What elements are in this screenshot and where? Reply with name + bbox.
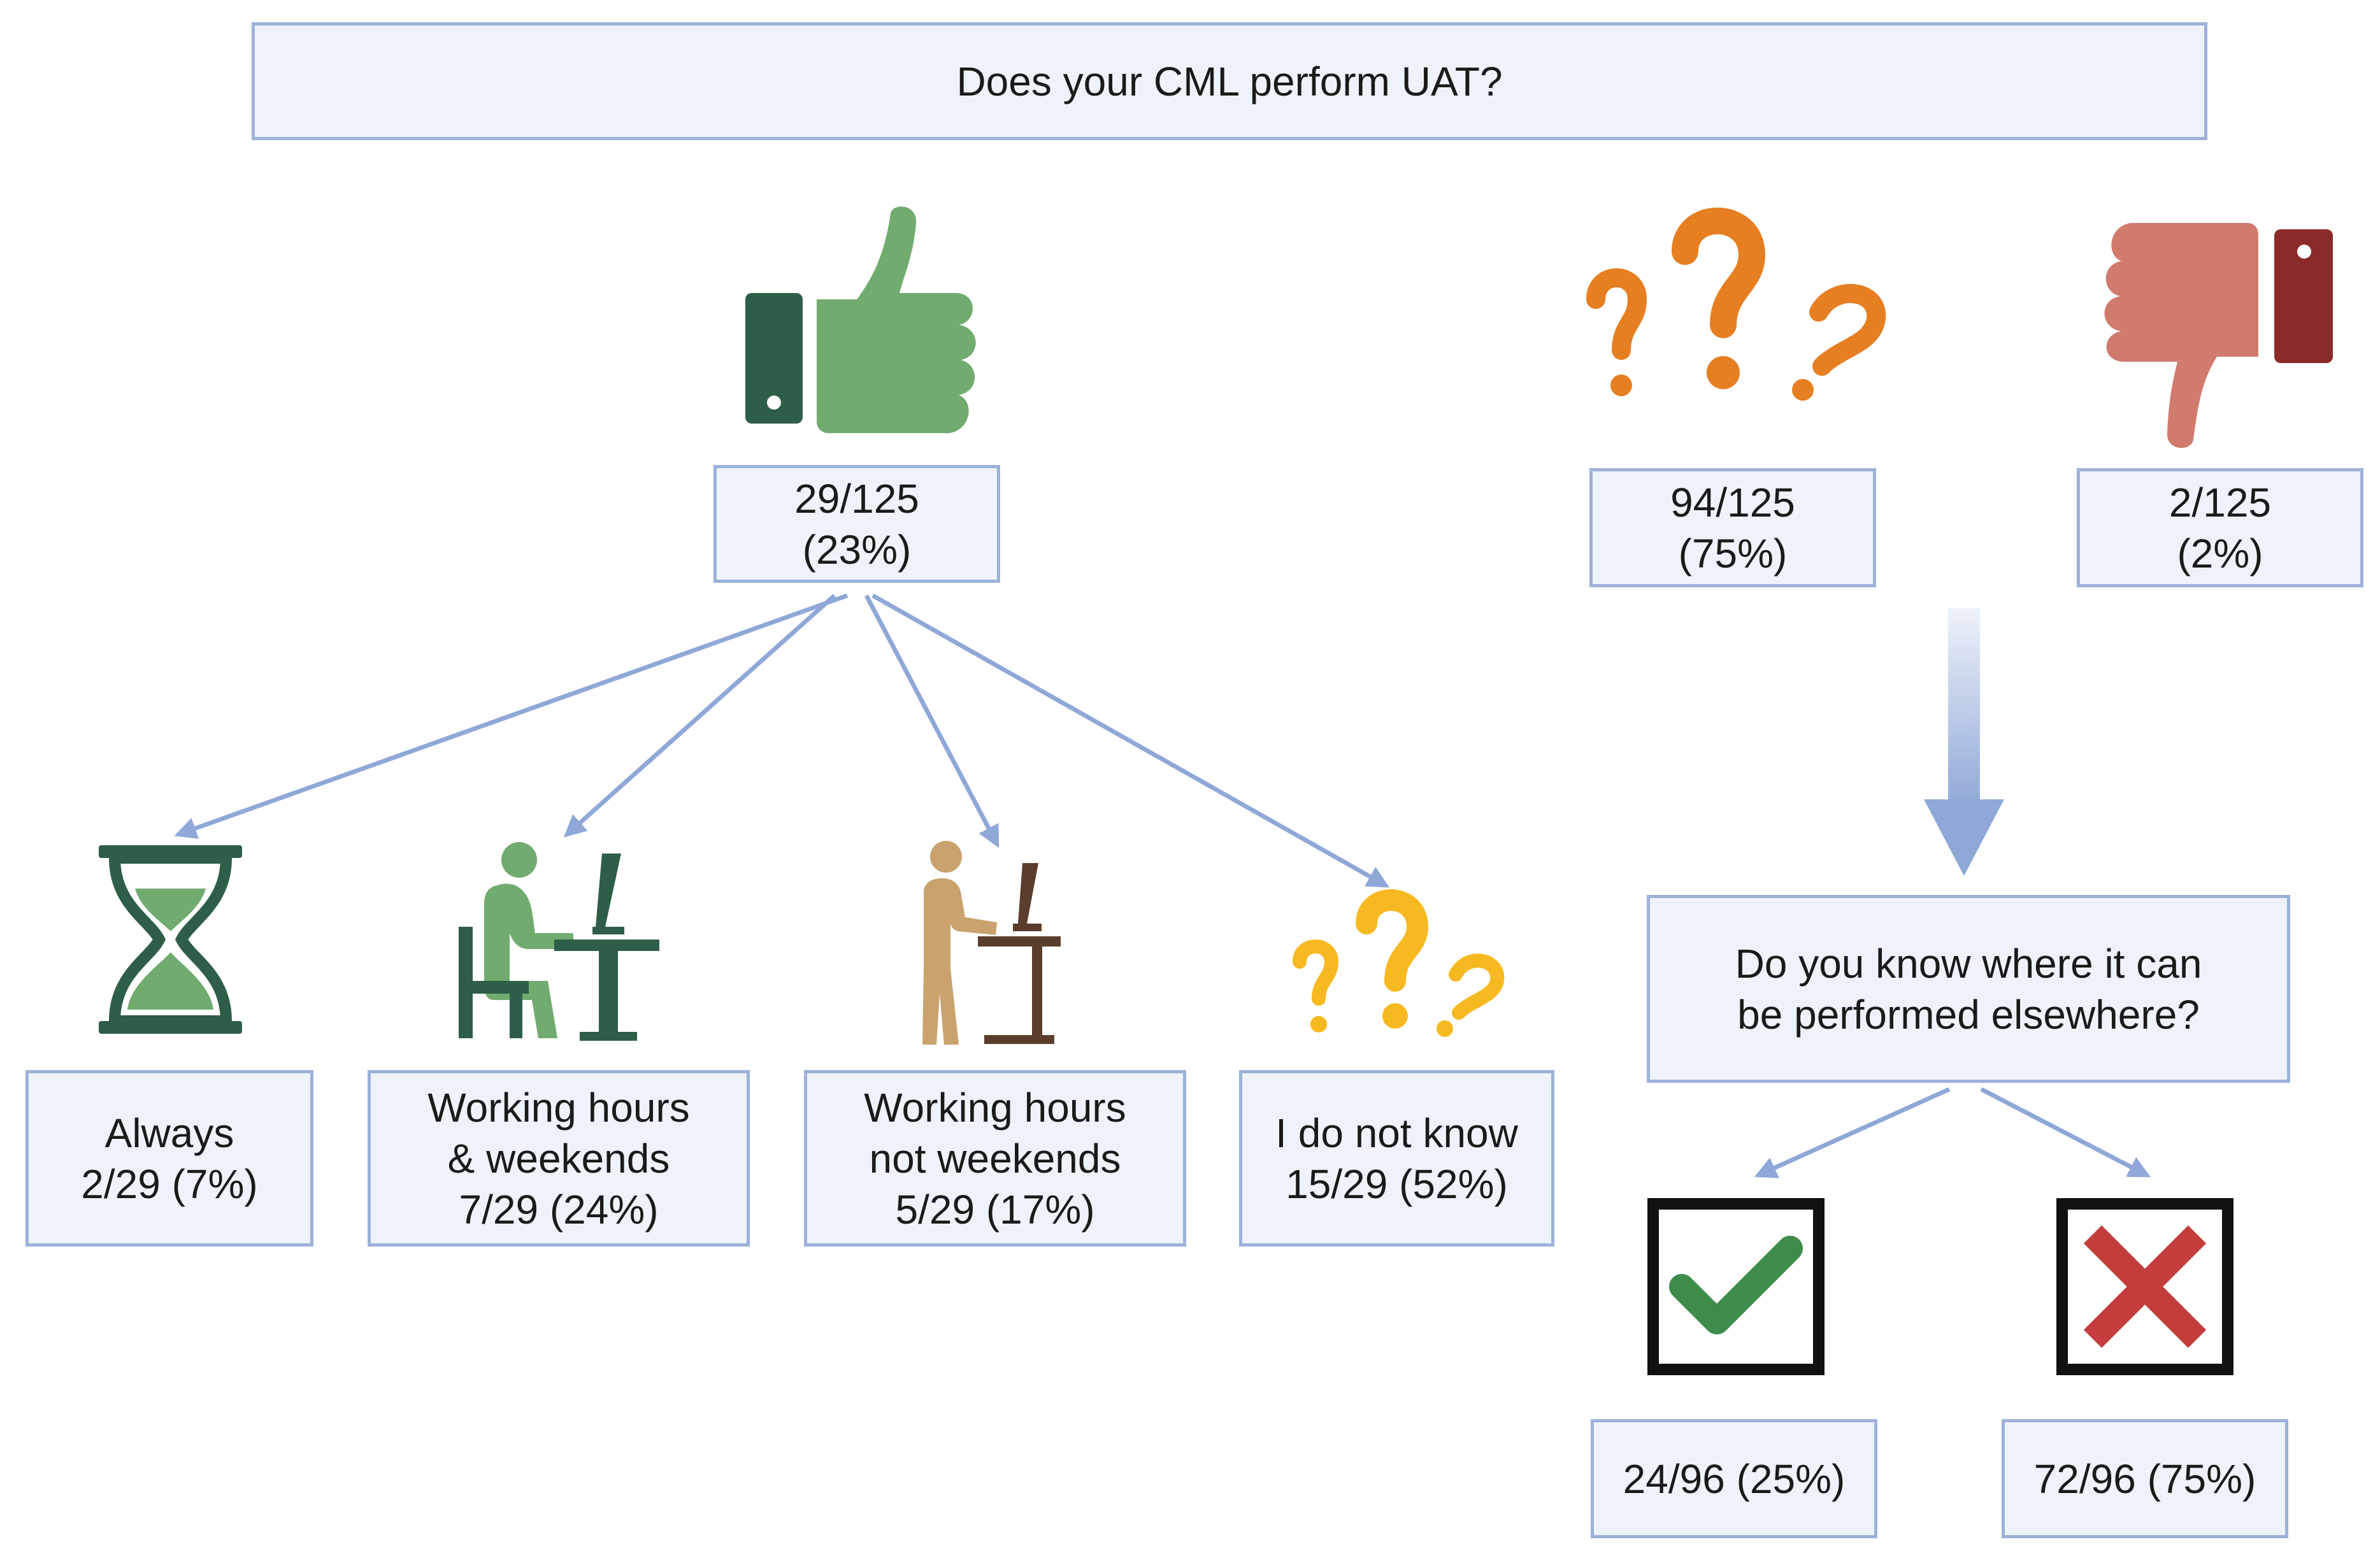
followup-question-line2: be performed elsewhere? (1737, 991, 2200, 1038)
unknown-result-box: 94/125 (75%) (1589, 468, 1876, 587)
followup-question-line1: Do you know where it can (1735, 940, 2202, 987)
followup-question-box: Do you know where it can be performed el… (1647, 895, 2290, 1083)
checkmark-icon (1647, 1198, 1824, 1375)
branch-arrows (174, 593, 2151, 1178)
arrow-to-not-weekends (864, 594, 1000, 848)
arrow-to-no (1980, 1087, 2151, 1178)
option-always-box: Always 2/29 (7%) (25, 1070, 313, 1247)
question-marks-icon-top (1586, 207, 1886, 401)
yes-result-box: 29/125 (23%) (713, 465, 1000, 583)
person-seated-computer-icon (459, 842, 659, 1041)
x-mark-icon (2056, 1198, 2233, 1375)
option-not-weekends-line2: not weekends (869, 1135, 1121, 1182)
option-weekends-line2: & weekends (447, 1135, 670, 1182)
followup-no-value: 72/96 (75%) (2033, 1455, 2256, 1502)
yes-pct: (23%) (802, 526, 912, 573)
option-weekends-line1: Working hours (427, 1084, 690, 1131)
unknown-pct: (75%) (1678, 530, 1788, 576)
option-do-not-know-value: 15/29 (52%) (1286, 1161, 1508, 1207)
no-pct: (2%) (2177, 530, 2263, 576)
question-text: Does your CML perform UAT? (956, 58, 1503, 104)
followup-yes-value: 24/96 (25%) (1623, 1455, 1846, 1502)
arrow-to-yes (1754, 1087, 1951, 1178)
option-always-label: Always (104, 1110, 234, 1156)
followup-yes-box: 24/96 (25%) (1591, 1419, 1877, 1538)
question-marks-icon-yellow (1293, 889, 1505, 1037)
down-arrow (1924, 608, 2004, 876)
hourglass-icon (99, 845, 242, 1034)
thumbs-up-icon (745, 206, 976, 433)
arrow-to-always (174, 593, 849, 840)
arrow-to-weekends (563, 594, 836, 838)
option-do-not-know-box: I do not know 15/29 (52%) (1239, 1070, 1554, 1247)
unknown-count: 94/125 (1670, 479, 1795, 525)
option-not-weekends-box: Working hours not weekends 5/29 (17%) (804, 1070, 1186, 1247)
followup-no-box: 72/96 (75%) (2002, 1419, 2288, 1538)
option-do-not-know-label: I do not know (1275, 1110, 1518, 1156)
question-box: Does your CML perform UAT? (252, 22, 2207, 140)
person-standing-computer-icon (922, 841, 1061, 1045)
option-always-value: 2/29 (7%) (81, 1161, 258, 1207)
yes-count: 29/125 (794, 475, 919, 522)
option-weekends-box: Working hours & weekends 7/29 (24%) (368, 1070, 750, 1247)
option-not-weekends-line1: Working hours (864, 1084, 1126, 1131)
thumbs-down-icon (2104, 223, 2333, 448)
no-count: 2/125 (2169, 479, 2272, 525)
option-not-weekends-value: 5/29 (17%) (895, 1186, 1095, 1233)
arrow-to-do-not-know (871, 593, 1390, 888)
option-weekends-value: 7/29 (24%) (459, 1186, 659, 1233)
no-result-box: 2/125 (2%) (2077, 468, 2363, 587)
